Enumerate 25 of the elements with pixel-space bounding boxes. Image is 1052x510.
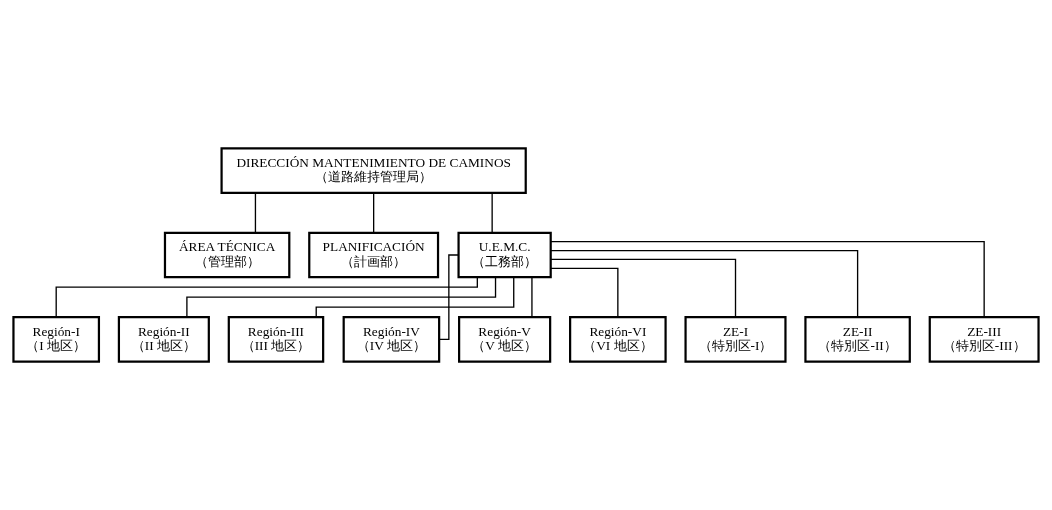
node-box: Región-I （I 地区） (12, 316, 101, 363)
node-box: ZE-III （特別区-III） (928, 316, 1040, 363)
node-box: Región-II （II 地区） (117, 316, 210, 363)
node-box: PLANIFICACIÓN （計画部） (308, 231, 440, 279)
node-box: DIRECCIÓN MANTENIMIENTO DE CAMINOS （道路維持管理局） (220, 147, 527, 194)
connector (186, 276, 497, 318)
connector (491, 192, 493, 234)
node-box: Región-IV （IV 地区） (342, 316, 441, 363)
node-box: Región-III （III 地区） (227, 316, 325, 363)
connector (438, 254, 459, 341)
connector (550, 241, 985, 318)
node-box: U.E.M.C. （工務部） (457, 231, 552, 279)
connector (55, 276, 478, 318)
node-box: ÁREA TÉCNICA （管理部） (163, 231, 291, 279)
connector (373, 192, 375, 234)
connector (550, 267, 619, 318)
connector (531, 276, 533, 318)
node-box: ZE-II （特別区-II） (804, 316, 911, 363)
connector (550, 258, 737, 318)
connector (315, 276, 515, 318)
connector (550, 249, 859, 318)
node-box: ZE-I （特別区-I） (684, 316, 787, 363)
connector (254, 192, 257, 234)
node-box: Región-V （V 地区） (458, 316, 552, 363)
node-box: Región-VI （VI 地区） (569, 316, 667, 363)
